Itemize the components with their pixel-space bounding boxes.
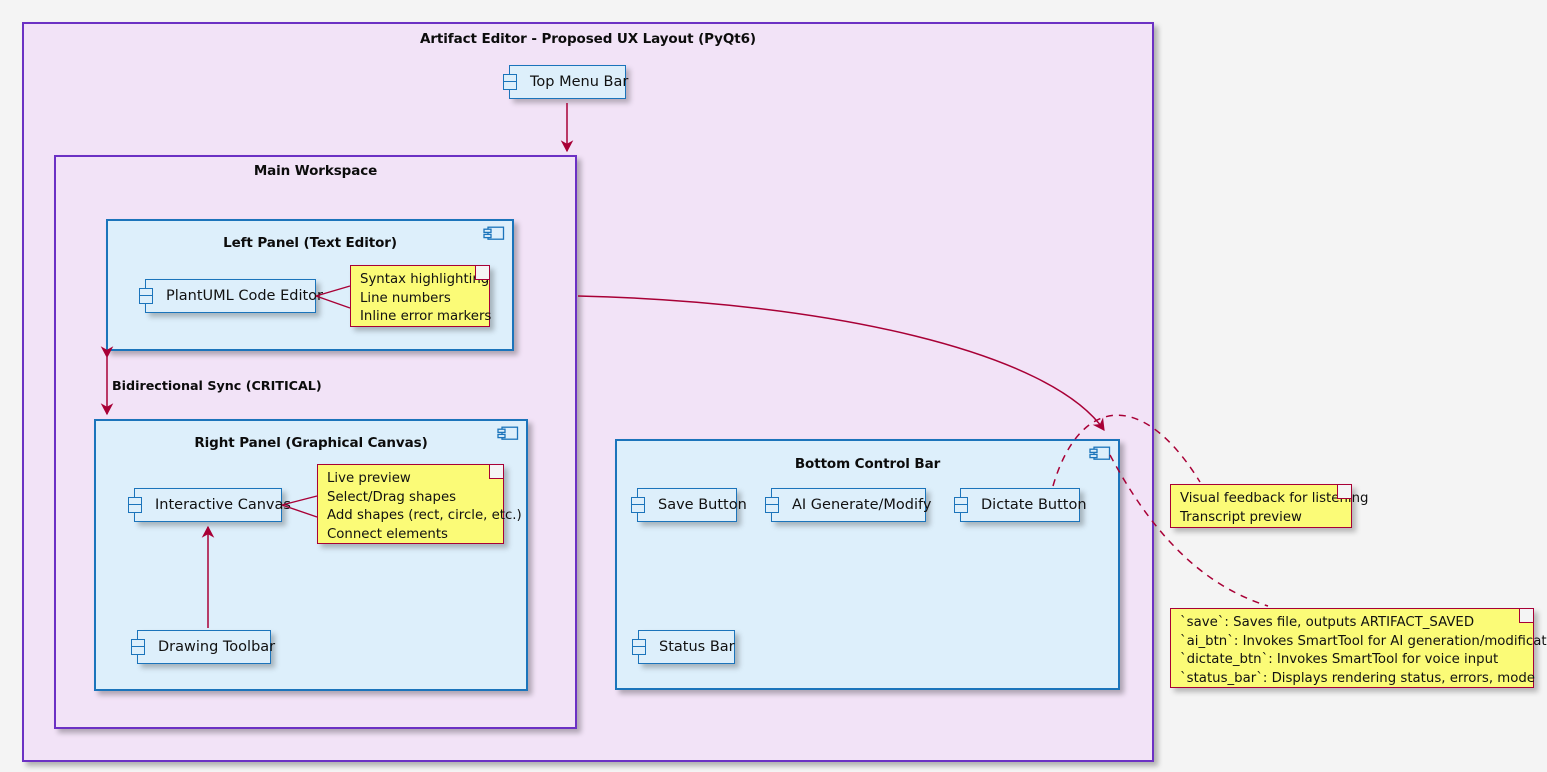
component-label: Save Button: [658, 497, 747, 513]
label-bidirectional-sync: Bidirectional Sync (CRITICAL): [112, 378, 322, 393]
component-label: Interactive Canvas: [155, 497, 291, 513]
component-label: Top Menu Bar: [530, 74, 629, 90]
component-status-bar[interactable]: Status Bar: [632, 630, 735, 664]
component-label: Drawing Toolbar: [158, 639, 276, 655]
component-plantuml-code-editor[interactable]: PlantUML Code Editor: [139, 279, 323, 313]
note-line: Add shapes (rect, circle, etc.): [327, 508, 522, 523]
component-port-bottom: [139, 295, 153, 304]
left-panel-title: Left Panel (Text Editor): [223, 235, 397, 251]
component-icon: [1089, 446, 1111, 460]
component-port-bottom: [632, 646, 646, 655]
main-workspace-title: Main Workspace: [253, 163, 378, 179]
note-fold-icon: [489, 465, 503, 479]
component-save-button[interactable]: Save Button: [631, 488, 747, 522]
component-icon: [483, 226, 505, 240]
component-label: PlantUML Code Editor: [166, 288, 323, 304]
component-port-bottom: [503, 81, 517, 90]
component-port-bottom: [765, 504, 779, 513]
diagram-title: Artifact Editor - Proposed UX Layout (Py…: [420, 31, 756, 47]
note-line: Inline error markers: [360, 309, 492, 324]
component-label: Dictate Button: [981, 497, 1087, 513]
component-top-menu-bar[interactable]: Top Menu Bar: [503, 65, 629, 99]
note-line: `ai_btn`: Invokes SmartTool for AI gener…: [1180, 633, 1547, 649]
note-dictate-feedback: Visual feedback for listening Transcript…: [1170, 484, 1369, 528]
component-interactive-canvas[interactable]: Interactive Canvas: [128, 488, 291, 522]
note-line: Transcript preview: [1180, 509, 1302, 525]
note-line: Syntax highlighting: [360, 272, 490, 287]
component-port-bottom: [631, 504, 645, 513]
note-line: Visual feedback for listening: [1180, 491, 1369, 506]
component-drawing-toolbar[interactable]: Drawing Toolbar: [131, 630, 275, 664]
note-text-editor-features: Syntax highlighting Line numbers Inline …: [350, 265, 492, 327]
note-fold-icon: [1519, 609, 1533, 623]
component-port-bottom: [954, 504, 968, 513]
note-fold-icon: [475, 266, 489, 280]
component-label: Status Bar: [659, 639, 735, 655]
component-ai-generate-modify-button[interactable]: AI Generate/Modify: [765, 488, 931, 522]
note-line: Line numbers: [360, 290, 451, 306]
note-line: Live preview: [327, 471, 411, 486]
note-line: Connect elements: [327, 526, 448, 542]
note-line: `dictate_btn`: Invokes SmartTool for voi…: [1180, 652, 1499, 667]
note-fold-icon: [1337, 485, 1351, 499]
component-port-bottom: [131, 646, 145, 655]
right-panel-title: Right Panel (Graphical Canvas): [194, 435, 428, 451]
bottom-bar-title: Bottom Control Bar: [794, 456, 941, 472]
component-icon: [497, 426, 519, 440]
note-line: `save`: Saves file, outputs ARTIFACT_SAV…: [1180, 615, 1475, 630]
note-line: `status_bar`: Displays rendering status,…: [1180, 670, 1535, 686]
note-control-semantics: `save`: Saves file, outputs ARTIFACT_SAV…: [1170, 608, 1547, 688]
component-label: AI Generate/Modify: [792, 497, 932, 513]
note-canvas-features: Live preview Select/Drag shapes Add shap…: [317, 464, 522, 544]
note-line: Select/Drag shapes: [327, 489, 457, 505]
component-dictate-button[interactable]: Dictate Button: [954, 488, 1087, 522]
component-port-bottom: [128, 504, 142, 513]
